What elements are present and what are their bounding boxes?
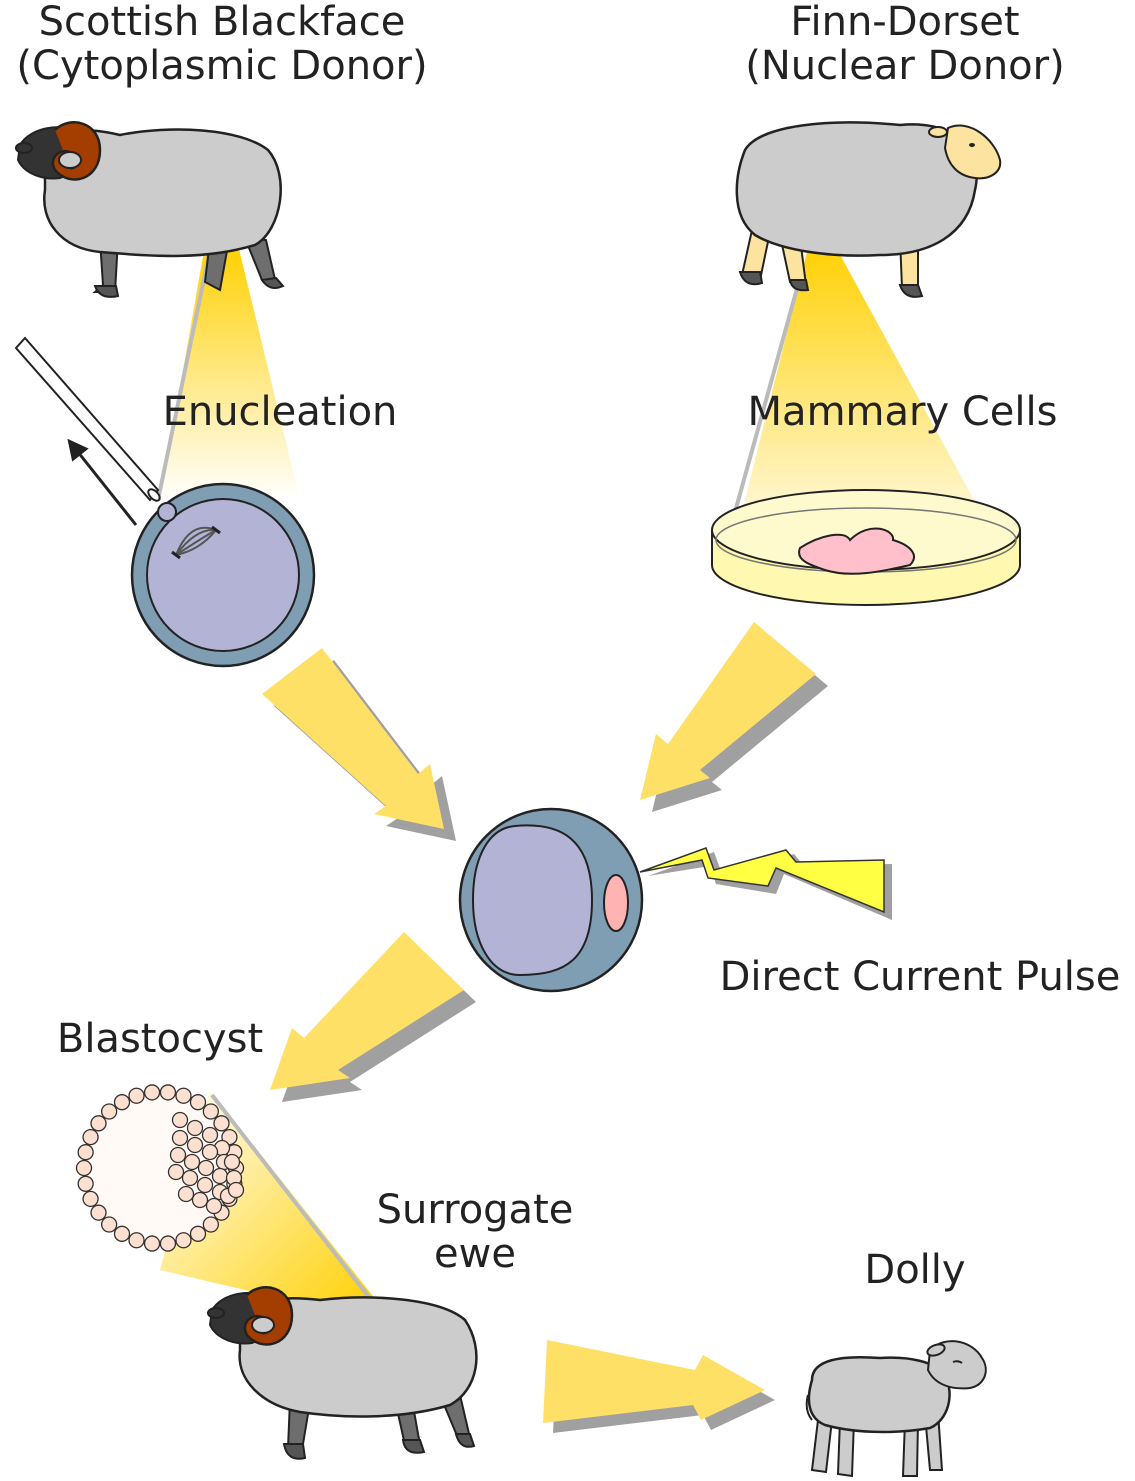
finn-dorset-sheep	[735, 121, 1002, 298]
blastocyst-cell	[159, 1084, 177, 1101]
blastocyst-cell	[181, 1169, 199, 1187]
blastocyst-cell	[211, 1167, 229, 1185]
blastocyst-cell	[143, 1084, 161, 1101]
blastocyst-cell	[189, 1094, 207, 1111]
blastocyst-cell	[201, 1126, 219, 1144]
blastocyst-cell	[113, 1094, 131, 1111]
blastocyst-cell	[128, 1232, 145, 1249]
pipette	[14, 336, 161, 502]
blastocyst-cell	[100, 1216, 118, 1233]
blastocyst-cell	[202, 1103, 220, 1120]
blastocyst-cell	[175, 1232, 192, 1249]
scottish-line2: (Cytoplasmic Donor)	[16, 43, 428, 89]
blastocyst-cell	[213, 1115, 230, 1132]
direct-current-pulse-label: Direct Current Pulse	[719, 954, 1121, 1000]
finn-dorset-title: Finn-Dorset (Nuclear Donor)	[730, 0, 1080, 88]
finn-line2: (Nuclear Donor)	[745, 43, 1065, 89]
enucleation-label: Enucleation	[162, 389, 398, 435]
blastocyst-cell	[227, 1181, 245, 1199]
blastocyst-cell	[202, 1216, 220, 1233]
blastocyst-cell	[90, 1115, 107, 1132]
blastocyst-label: Blastocyst	[56, 1016, 264, 1062]
blastocyst-cell	[183, 1153, 201, 1171]
egg-cell	[130, 482, 316, 668]
blastocyst-cell	[201, 1143, 219, 1161]
blastocyst-cell	[113, 1225, 131, 1242]
scottish-line1: Scottish Blackface	[38, 0, 406, 45]
blastocyst-cell	[186, 1119, 204, 1137]
mammary-cells-label: Mammary Cells	[747, 389, 1058, 435]
blastocyst-cell	[77, 1144, 94, 1161]
blastocyst-cell	[171, 1129, 189, 1147]
blastocyst-cell	[196, 1176, 214, 1194]
surrogate-ewe-sheep	[207, 1286, 478, 1460]
beam-finn	[728, 240, 985, 531]
blastocyst-cell	[191, 1191, 209, 1209]
petri-dish	[711, 489, 1021, 606]
fused-cell	[458, 807, 644, 993]
blastocyst-cell	[128, 1087, 145, 1104]
surrogate-ewe-label: Surrogate ewe	[360, 1188, 590, 1276]
arrow-enucleated-to-fused	[262, 648, 456, 841]
scottish-blackface-title: Scottish Blackface (Cytoplasmic Donor)	[0, 0, 444, 88]
beam-scottish	[156, 245, 300, 501]
blastocyst-cell	[100, 1103, 118, 1120]
finn-line1: Finn-Dorset	[790, 0, 1020, 45]
arrow-surrogate-to-dolly	[543, 1340, 775, 1433]
arrow-cells-to-fused	[640, 622, 828, 812]
blastocyst-cell	[75, 1159, 93, 1177]
dolly-lamb	[805, 1340, 987, 1478]
blastocyst-cell	[189, 1225, 207, 1242]
blastocyst-cell	[171, 1111, 189, 1129]
blastocyst-cell	[77, 1175, 94, 1192]
surrogate-line1: Surrogate	[376, 1187, 574, 1233]
blastocyst-cell	[90, 1204, 107, 1221]
blastocyst-cell	[82, 1128, 99, 1146]
blastocyst-cell	[159, 1235, 177, 1252]
blastocyst-cell	[186, 1136, 204, 1154]
blastocyst-cell	[205, 1197, 223, 1215]
spindle	[171, 525, 221, 560]
blastocyst-cell	[167, 1163, 185, 1181]
arrow-fused-to-blastocyst	[270, 932, 476, 1102]
electric-pulse-bolt	[639, 847, 892, 920]
blastocyst-cell	[223, 1153, 241, 1171]
removal-arrow	[67, 438, 138, 526]
blastocyst-cell	[175, 1087, 192, 1104]
blastocyst-cell	[143, 1235, 161, 1252]
blastocyst-cell	[197, 1159, 215, 1177]
blastocyst-cell	[177, 1185, 195, 1203]
surrogate-line2: ewe	[434, 1231, 516, 1277]
blastocyst-cell	[82, 1190, 99, 1208]
blastocyst	[75, 1084, 245, 1252]
scottish-blackface-sheep	[15, 121, 285, 298]
dolly-label: Dolly	[864, 1247, 966, 1293]
blastocyst-cell	[169, 1146, 187, 1164]
